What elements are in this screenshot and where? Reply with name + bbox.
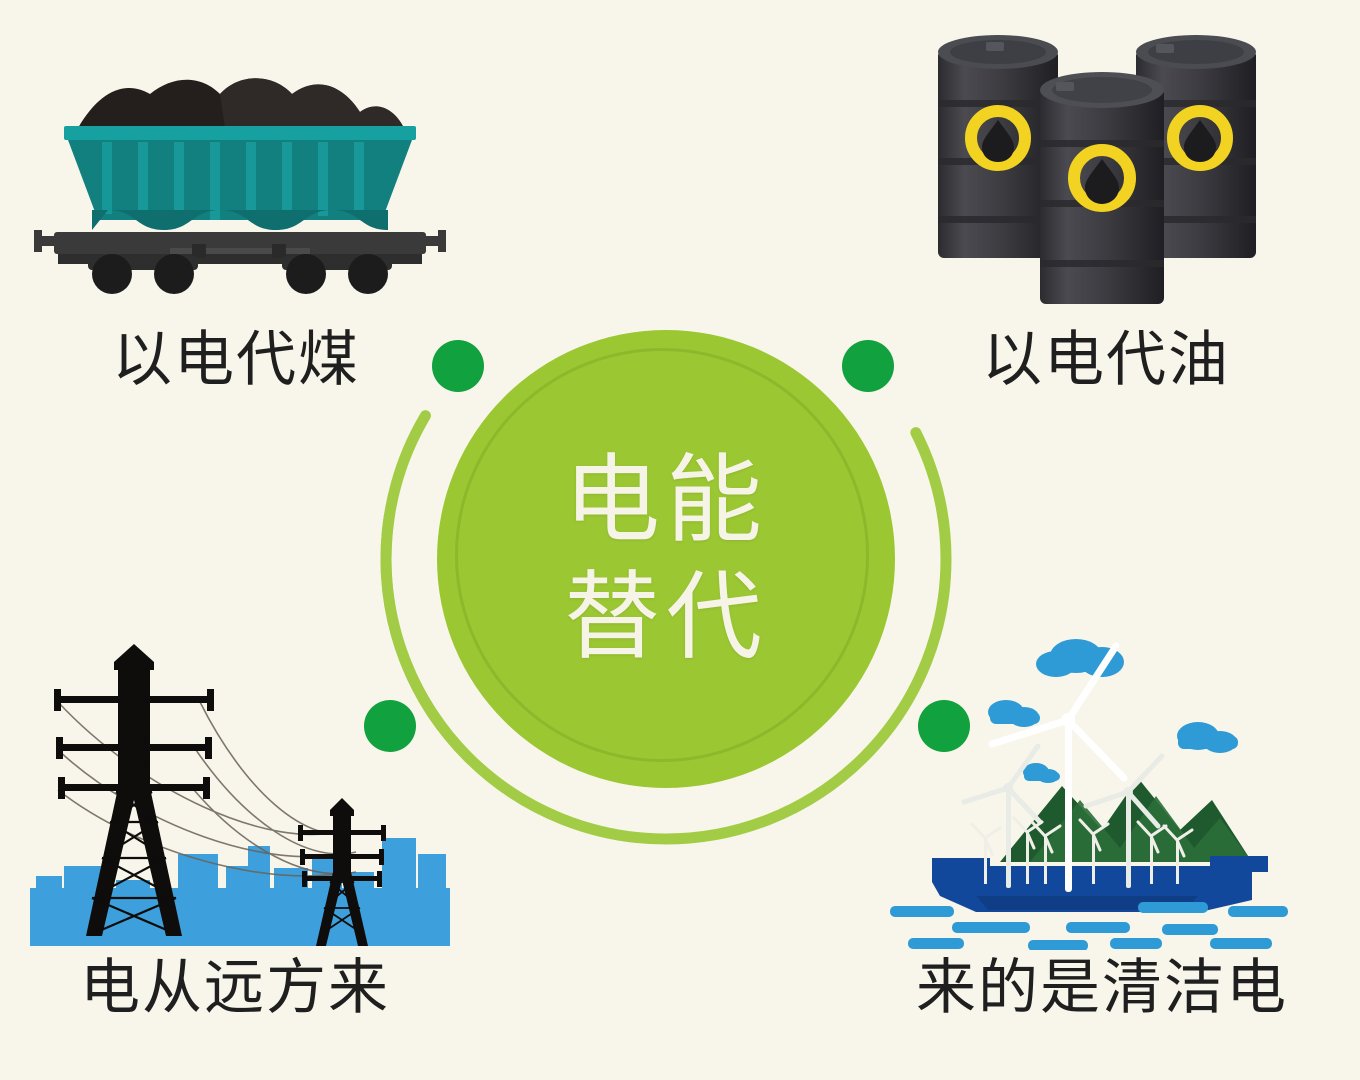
underframe bbox=[54, 232, 426, 254]
coupler-right bbox=[420, 236, 442, 246]
hopper-bottom bbox=[92, 210, 388, 230]
coupler-head-right bbox=[438, 230, 446, 252]
oil-drop-logo-back-left bbox=[965, 105, 1031, 171]
oil-drum-back-right bbox=[1136, 35, 1256, 258]
wheel-2 bbox=[154, 254, 194, 294]
cloud-left bbox=[988, 700, 1040, 727]
power-transmission-towers-illustration bbox=[30, 640, 450, 950]
hopper-top-rail bbox=[64, 126, 416, 140]
brake-block-right bbox=[272, 244, 286, 258]
caption-power-from-afar: 电从远方来 bbox=[80, 954, 390, 1021]
center-title-line1: 电能 bbox=[564, 446, 768, 554]
coal-hopper-railcar-illustration bbox=[30, 60, 450, 300]
hopper-ribs bbox=[102, 142, 364, 220]
underframe-lower bbox=[58, 254, 422, 264]
water-dashes bbox=[890, 902, 1288, 950]
transmission-tower-large bbox=[54, 644, 214, 936]
coupler-left bbox=[38, 236, 60, 246]
clean-energy-island-illustration bbox=[880, 600, 1300, 950]
wind-turbine-medium-right bbox=[1083, 753, 1165, 888]
coal-heap-highlight bbox=[220, 78, 404, 128]
wind-turbine-row-small bbox=[970, 816, 1194, 884]
oil-drop-logo-front-center bbox=[1068, 144, 1136, 212]
wind-turbine-medium-left bbox=[961, 743, 1043, 888]
oil-drums-illustration bbox=[900, 8, 1290, 308]
oil-drop-logo-back-right bbox=[1167, 105, 1233, 171]
brake-block-left bbox=[192, 244, 206, 258]
oil-drum-front-center bbox=[1040, 72, 1164, 304]
cloud-right bbox=[1177, 722, 1238, 753]
caption-clean-electricity: 来的是清洁电 bbox=[916, 954, 1288, 1021]
wheel-1 bbox=[92, 254, 132, 294]
caption-replace-oil: 以电代油 bbox=[982, 326, 1230, 393]
wheel-3 bbox=[286, 254, 326, 294]
wind-turbine-large bbox=[988, 642, 1128, 892]
node-dot-top-right bbox=[842, 340, 894, 392]
oil-drum-back-left bbox=[938, 35, 1058, 258]
brake-rod bbox=[170, 248, 310, 254]
center-circle: 电能 替代 bbox=[437, 330, 895, 788]
wheel-4 bbox=[348, 254, 388, 294]
transmission-tower-small bbox=[298, 798, 386, 946]
node-dot-top-left bbox=[432, 340, 484, 392]
coupler-head-left bbox=[34, 230, 42, 252]
cloud-small bbox=[1023, 763, 1060, 783]
center-title-line2: 替代 bbox=[564, 564, 768, 671]
caption-replace-coal: 以电代煤 bbox=[112, 326, 360, 393]
